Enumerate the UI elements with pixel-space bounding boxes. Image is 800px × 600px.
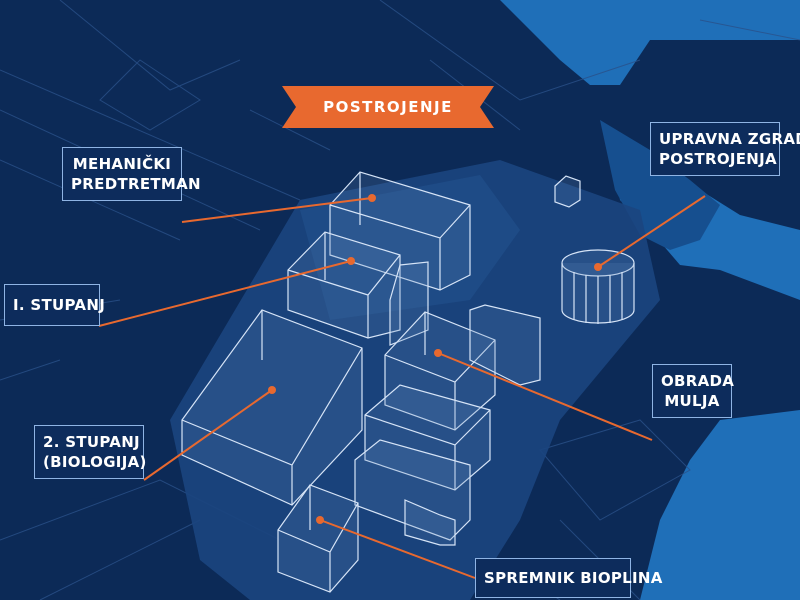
leader-dots bbox=[268, 194, 602, 524]
label-line: OBRADA bbox=[661, 372, 735, 390]
label-upravna-zgrada: UPRAVNA ZGRADA POSTROJENJA bbox=[650, 122, 800, 176]
river-shore bbox=[600, 120, 720, 250]
label-line: PREDTRETMAN bbox=[71, 175, 201, 193]
buildings bbox=[181, 171, 635, 593]
title-banner: POSTROJENJE bbox=[282, 86, 494, 128]
building-small bbox=[554, 175, 581, 208]
label-line: UPRAVNA ZGRADA bbox=[659, 130, 800, 148]
label-spremnik-bioplina: SPREMNIK BIOPLINA bbox=[475, 558, 663, 598]
label-line: (BIOLOGIJA) bbox=[43, 453, 147, 471]
label-line: 2. STUPANJ bbox=[43, 433, 140, 451]
label-line: POSTROJENJA bbox=[659, 150, 777, 168]
label-stupanj-2-biologija: 2. STUPANJ (BIOLOGIJA) bbox=[34, 425, 147, 479]
label-obrada-mulja: OBRADA MULJA bbox=[652, 364, 735, 418]
label-stupanj-1: I. STUPANJ bbox=[4, 284, 106, 326]
leader-lines bbox=[98, 195, 706, 579]
page-title: POSTROJENJE bbox=[323, 98, 453, 116]
label-line: I. STUPANJ bbox=[13, 296, 106, 314]
label-line: MULJA bbox=[664, 392, 720, 410]
label-line: MEHANIČKI bbox=[72, 155, 172, 173]
river-right bbox=[610, 130, 800, 600]
banner-ribbon-shape bbox=[282, 86, 494, 128]
label-line: SPREMNIK BIOPLINA bbox=[484, 569, 663, 587]
label-mehanicki-predtretman: MEHANIČKI PREDTRETMAN bbox=[62, 147, 201, 201]
river-top bbox=[500, 0, 800, 85]
